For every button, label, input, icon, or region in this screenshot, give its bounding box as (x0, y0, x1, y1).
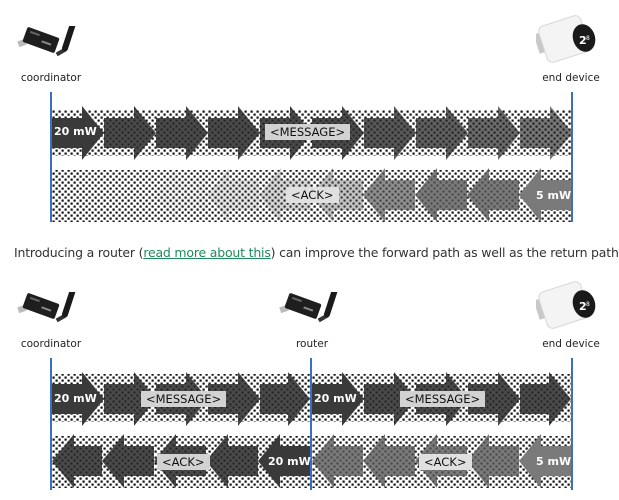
return-ack-tag: <ACK> (286, 187, 339, 203)
coordinator-label: coordinator (20, 338, 82, 350)
end-device-thermostat-icon (536, 280, 600, 331)
segment2-forward-band (312, 372, 571, 426)
router-intro-paragraph: Introducing a router (read more about th… (14, 245, 619, 260)
coordinator-line (50, 92, 52, 222)
router-line (310, 358, 312, 490)
paragraph-text-after: ) can improve the forward path as well a… (270, 245, 619, 260)
segment1-forward-power: 20 mW (54, 392, 97, 405)
forward-power-label: 20 mW (54, 125, 97, 138)
end-device-line (571, 358, 573, 490)
end-device-label: end device (542, 72, 600, 84)
end-device-thermostat-icon (536, 14, 600, 65)
segment2-message-tag: <MESSAGE> (400, 391, 486, 407)
coordinator-dongle-icon (17, 292, 78, 323)
return-power-label: 5 mW (536, 189, 572, 202)
coordinator-dongle-icon (17, 26, 78, 57)
forward-message-tag: <MESSAGE> (265, 124, 351, 140)
coordinator-label: coordinator (20, 72, 82, 84)
segment2-forward-power: 20 mW (314, 392, 357, 405)
segment1-ack-tag: <ACK> (157, 454, 210, 470)
segment2-ack-tag: <ACK> (419, 454, 472, 470)
router-dongle-icon (279, 292, 340, 323)
end-device-line (571, 92, 573, 222)
coordinator-line (50, 358, 52, 490)
read-more-link[interactable]: read more about this (143, 245, 271, 260)
segment1-message-tag: <MESSAGE> (141, 391, 227, 407)
end-device-label: end device (542, 338, 600, 350)
router-label: router (295, 338, 329, 350)
segment2-return-power: 5 mW (536, 455, 572, 468)
segment1-return-power: 20 mW (268, 455, 311, 468)
paragraph-text-before: Introducing a router ( (14, 245, 144, 260)
